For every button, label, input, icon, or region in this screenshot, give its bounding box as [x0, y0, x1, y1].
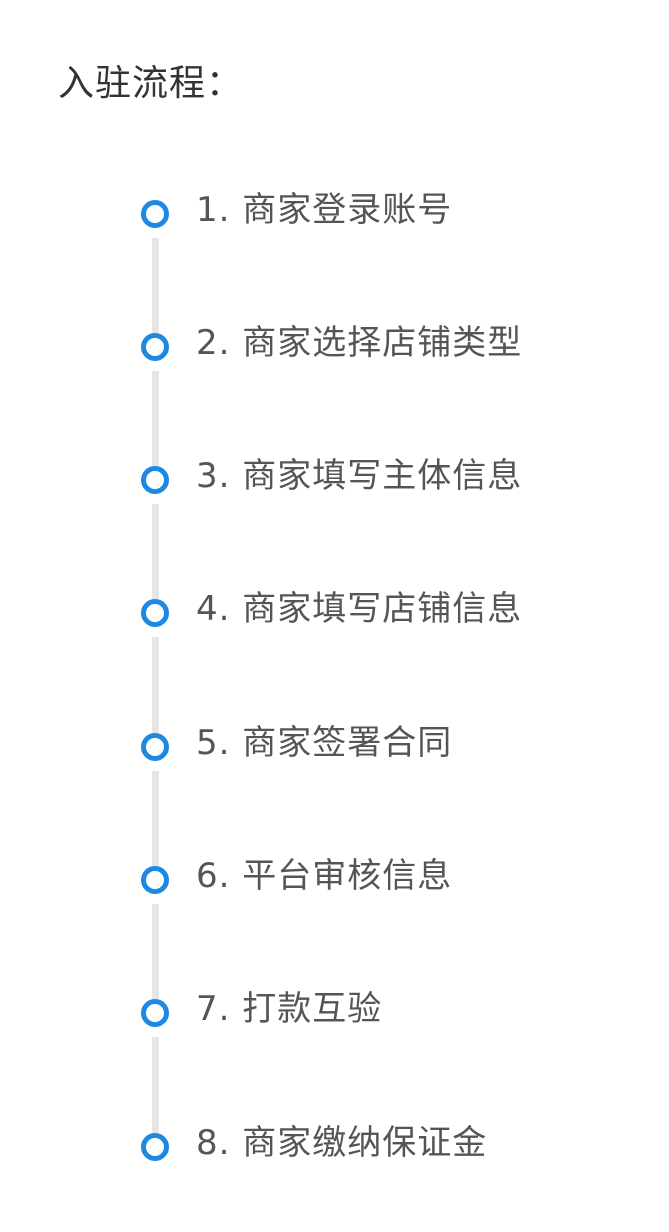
page-title: 入驻流程： [58, 63, 244, 104]
timeline-connector [152, 238, 159, 333]
timeline-connector [152, 637, 159, 733]
step-circle-icon [141, 733, 169, 761]
step-label: 3. 商家填写主体信息 [196, 456, 523, 496]
timeline-connector [152, 904, 159, 999]
step-label: 5. 商家签署合同 [196, 723, 453, 763]
step-circle-icon [141, 1133, 169, 1161]
step-label: 7. 打款互验 [196, 989, 383, 1029]
step-circle-icon [141, 200, 169, 228]
step-circle-icon [141, 466, 169, 494]
step-label: 8. 商家缴纳保证金 [196, 1123, 488, 1163]
step-label: 2. 商家选择店铺类型 [196, 323, 523, 363]
step-label: 4. 商家填写店铺信息 [196, 589, 523, 629]
step-circle-icon [141, 866, 169, 894]
step-circle-icon [141, 599, 169, 627]
timeline-connector [152, 771, 159, 866]
timeline-connector [152, 1037, 159, 1133]
step-label: 6. 平台审核信息 [196, 856, 453, 896]
step-label: 1. 商家登录账号 [196, 190, 453, 230]
timeline-connector [152, 504, 159, 599]
timeline-connector [152, 371, 159, 466]
step-circle-icon [141, 333, 169, 361]
step-circle-icon [141, 999, 169, 1027]
